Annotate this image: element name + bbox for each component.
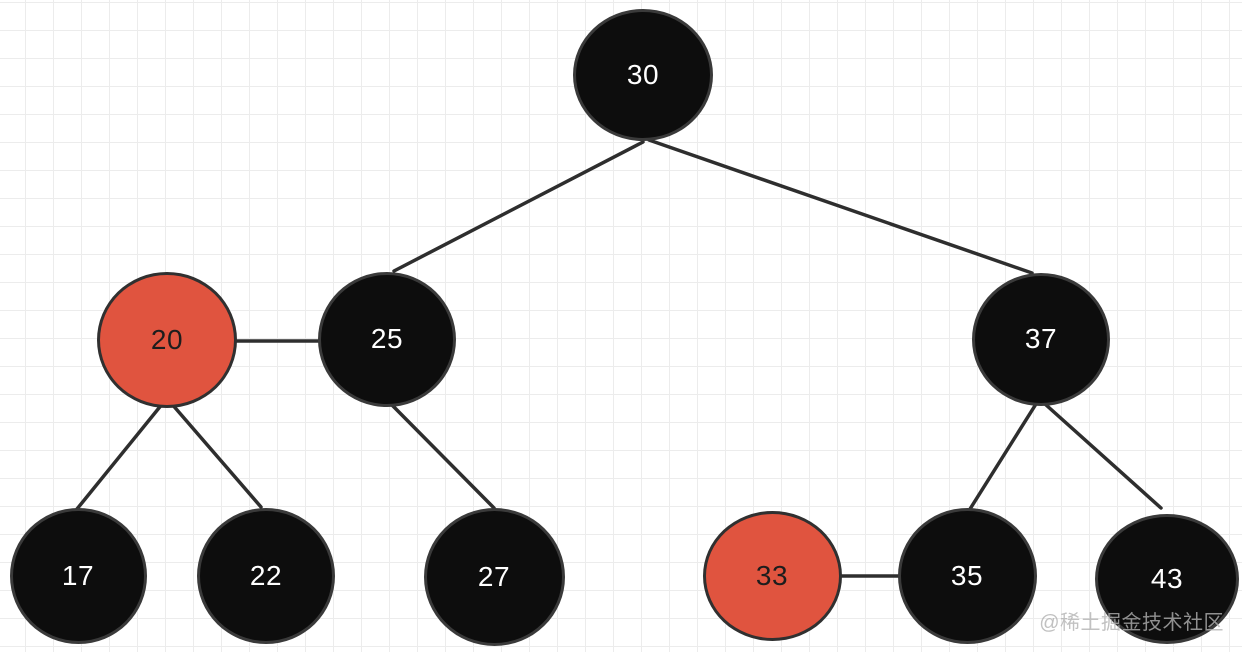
tree-edge-37-43 <box>1043 402 1163 510</box>
tree-edge-20-17 <box>75 401 165 511</box>
tree-node-22: 22 <box>197 508 335 644</box>
tree-node-25: 25 <box>318 271 456 407</box>
node-label: 43 <box>1150 563 1184 594</box>
tree-node-33: 33 <box>702 511 842 641</box>
node-label: 20 <box>150 324 184 355</box>
watermark: @稀土掘金技术社区 <box>1039 612 1224 634</box>
tree-node-37: 37 <box>972 272 1110 406</box>
tree-node-20: 20 <box>97 272 237 408</box>
node-label: 33 <box>755 560 789 591</box>
node-label: 17 <box>61 560 95 591</box>
tree-node-30: 30 <box>573 9 713 141</box>
node-label: 37 <box>1024 323 1058 354</box>
tree-edge-30-37 <box>647 138 1034 275</box>
tree-edge-20-22 <box>169 401 263 509</box>
node-label: 22 <box>249 560 283 591</box>
node-label: 27 <box>477 561 511 592</box>
node-label: 25 <box>370 323 404 354</box>
tree-edge-30-25 <box>392 140 645 273</box>
tree-node-35: 35 <box>897 508 1037 644</box>
tree-node-27: 27 <box>423 508 565 646</box>
tree-node-43: 43 <box>1095 514 1239 644</box>
tree-edge-37-35 <box>968 402 1038 511</box>
tree-node-17: 17 <box>9 508 147 644</box>
node-label: 30 <box>626 59 660 90</box>
node-label: 35 <box>950 560 984 591</box>
tree-edge-25-27 <box>388 401 496 510</box>
